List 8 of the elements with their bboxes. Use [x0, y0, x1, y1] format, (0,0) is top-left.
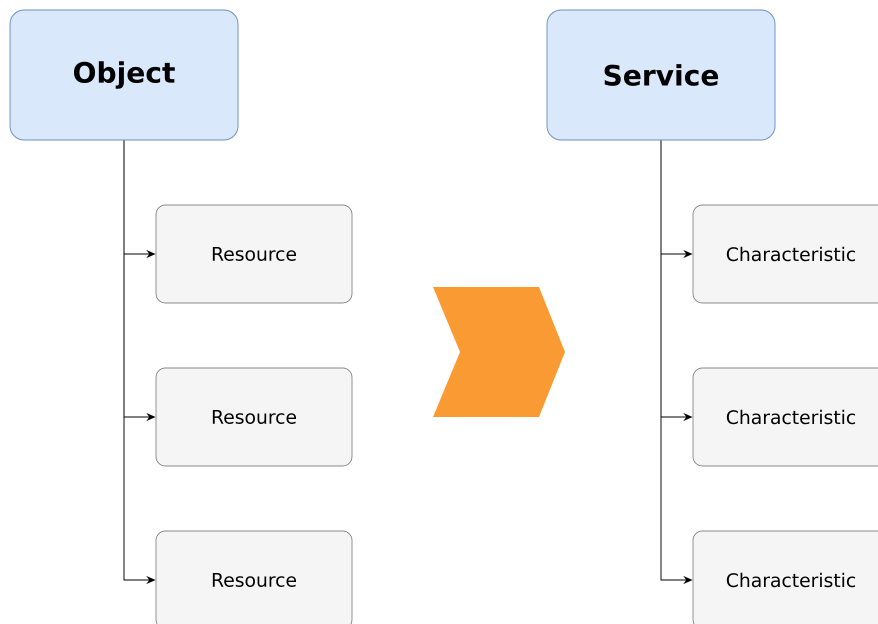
item-box: Characteristic: [692, 530, 878, 624]
item-box: Characteristic: [692, 204, 878, 304]
heading-box: Object: [10, 10, 238, 140]
item-box: Resource: [156, 530, 352, 624]
item-box: Resource: [156, 368, 352, 466]
item-box: Resource: [156, 204, 352, 304]
heading-box: Service: [546, 10, 776, 140]
item-box: Characteristic: [692, 368, 878, 466]
